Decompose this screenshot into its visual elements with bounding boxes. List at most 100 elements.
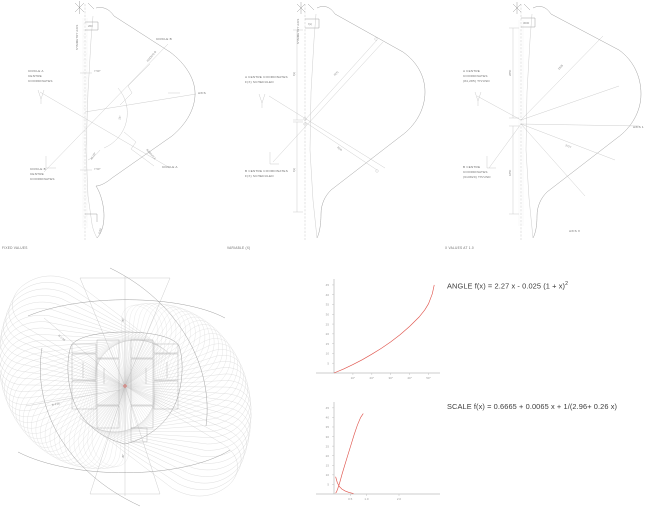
inner-spine-upper <box>85 15 94 151</box>
y-tick-label: 15 <box>326 463 330 467</box>
bottom-offset-bracket <box>85 213 98 222</box>
y-tick-label: 35 <box>326 425 330 429</box>
x-tick-label: 10° <box>351 376 356 380</box>
y-tick-label: 5 <box>327 361 329 365</box>
central-cone-fan <box>79 276 171 496</box>
caption-variable-x: VARIABLE (x) <box>227 246 251 250</box>
x-tick-label: 1.0 <box>364 497 369 501</box>
angle-top-dim: 7.50° <box>94 69 101 73</box>
y-tick-label: 15 <box>326 342 330 346</box>
b-centre-label-1: B CENTRE COORDINATES <box>245 169 288 173</box>
inner-spine <box>525 13 534 239</box>
y-tick-label: 30 <box>326 435 330 439</box>
circle-b-centre-marker <box>45 156 56 169</box>
angle-arc-45 <box>103 87 128 149</box>
axis-tag: AXIS 1 <box>633 125 644 129</box>
angle-formula-text: ANGLE f(x) = 2.27 x - 0.025 (1 + x) <box>447 281 566 291</box>
y-tick-label: 30 <box>326 312 330 316</box>
plan-internal-partitions <box>71 339 179 443</box>
a-centre-marker <box>258 93 266 108</box>
dim-top-centre-label: 45° <box>121 318 125 322</box>
b-centre-label-3: (610820) TH/USD <box>463 175 491 179</box>
node-lower <box>375 169 379 173</box>
swarm-outline <box>0 339 140 399</box>
swarm-outline <box>116 361 246 433</box>
dimension-chain: f(x) f(x) <box>292 29 303 213</box>
swarm-outline <box>84 385 245 484</box>
swarm-outline <box>54 356 126 466</box>
node-upper <box>374 37 378 41</box>
angle-bottom-dim: 7.50° <box>94 167 101 171</box>
scale-chart-x-ticks: 0.5 1.0 2.0 <box>348 494 401 501</box>
swarm-outline <box>12 275 171 387</box>
radial-fan-lines <box>476 35 640 197</box>
outer-profile <box>316 6 426 239</box>
angle-small-dim: 15° <box>117 115 122 120</box>
x-tick-label: 2.0 <box>397 497 402 501</box>
rotation-swarm <box>0 275 252 497</box>
outer-profile-lower <box>95 185 105 239</box>
radius-b-tag: RADIUS B <box>146 50 158 63</box>
construction-diagonal-b <box>272 41 384 163</box>
rotational-overlay-plan: R 2.56 R 4.05 45° 45° <box>0 258 310 516</box>
origin-a-node <box>303 117 307 121</box>
top-offset-bracket: f(x) <box>305 18 320 29</box>
radius-b-tag: R(x) <box>333 70 340 77</box>
panel-x-values-drawing: 2850 1850 3000 <box>463 2 644 240</box>
panel-fixed-values-drawing: 260 <box>28 1 206 240</box>
angle-chart-x-ticks: 10°20°30°40°50° <box>351 373 432 380</box>
angle-chart-curve <box>333 284 435 374</box>
swarm-outline <box>1 301 160 387</box>
dim-top-label: f(x) <box>308 22 312 26</box>
dim-upper-label: f(x) <box>292 72 296 76</box>
b-centre-label-2: f(x) SCHEDULED <box>245 174 274 178</box>
dim-lower-label: f(x) <box>292 168 296 172</box>
a-centre-label-1: A CENTRE COORDINATES <box>245 75 288 79</box>
circle-a-centre-label-3: COORDINATES <box>28 79 53 83</box>
circle-b-centre-label-1: CIRCLE B <box>30 167 46 171</box>
angle-arc-dim: 45.00° <box>89 151 97 160</box>
x-tick-label: 30° <box>388 376 393 380</box>
swarm-outline <box>0 315 153 387</box>
panel-fixed-values: 260 <box>0 0 225 250</box>
dim-lower-left-label: R 4.05 <box>51 401 60 407</box>
swarm-outline <box>124 303 177 407</box>
circle-a-centre-label-2: CENTRE <box>28 74 42 78</box>
radius-b-leader <box>119 63 151 106</box>
y-tick-label: 20 <box>326 454 330 458</box>
radius-b-tag: 2535 <box>557 63 565 71</box>
panel-variable-x: f(x) f(x) f(x) SYMMETRY AXIS <box>225 0 440 250</box>
radial-construction-lines <box>39 43 197 173</box>
swarm-outline <box>93 385 250 464</box>
a-centre-label-2: COORDINATES <box>463 74 488 78</box>
inner-spine-lower <box>85 149 98 239</box>
radius-a-tag: 3727 <box>565 143 573 149</box>
chord-lower <box>304 121 378 171</box>
b-centre-marker <box>269 152 279 165</box>
x-tick-label: 0.5 <box>348 497 353 501</box>
rotational-overlay-drawing: R 2.56 R 4.05 45° 45° <box>0 267 252 507</box>
scale-chart-curve-lower <box>335 476 354 494</box>
b-centre-marker <box>486 156 496 169</box>
circle-a-centre-label-1: CIRCLE A <box>28 69 44 73</box>
circle-b-centre-label-2: CENTRE <box>30 172 44 176</box>
angle-formula-exponent: 2 <box>565 281 569 287</box>
angle-formula: ANGLE f(x) = 2.27 x - 0.025 (1 + x)2 <box>447 281 568 290</box>
chord-upper <box>304 39 378 121</box>
circle-b-centre-label-3: COORDINATES <box>30 177 55 181</box>
y-tick-label: 45 <box>326 283 330 287</box>
y-tick-label: 25 <box>326 322 330 326</box>
origin-b-node <box>303 122 307 126</box>
construction-diagonal-a <box>268 95 386 169</box>
swarm-outline <box>49 354 126 464</box>
axis-tag: AXIS <box>198 91 206 95</box>
caption-x-values: x VALUES AT 1.0 <box>445 246 474 250</box>
y-tick-label: 25 <box>326 444 330 448</box>
radius-a-tag: R(x) <box>336 146 343 152</box>
